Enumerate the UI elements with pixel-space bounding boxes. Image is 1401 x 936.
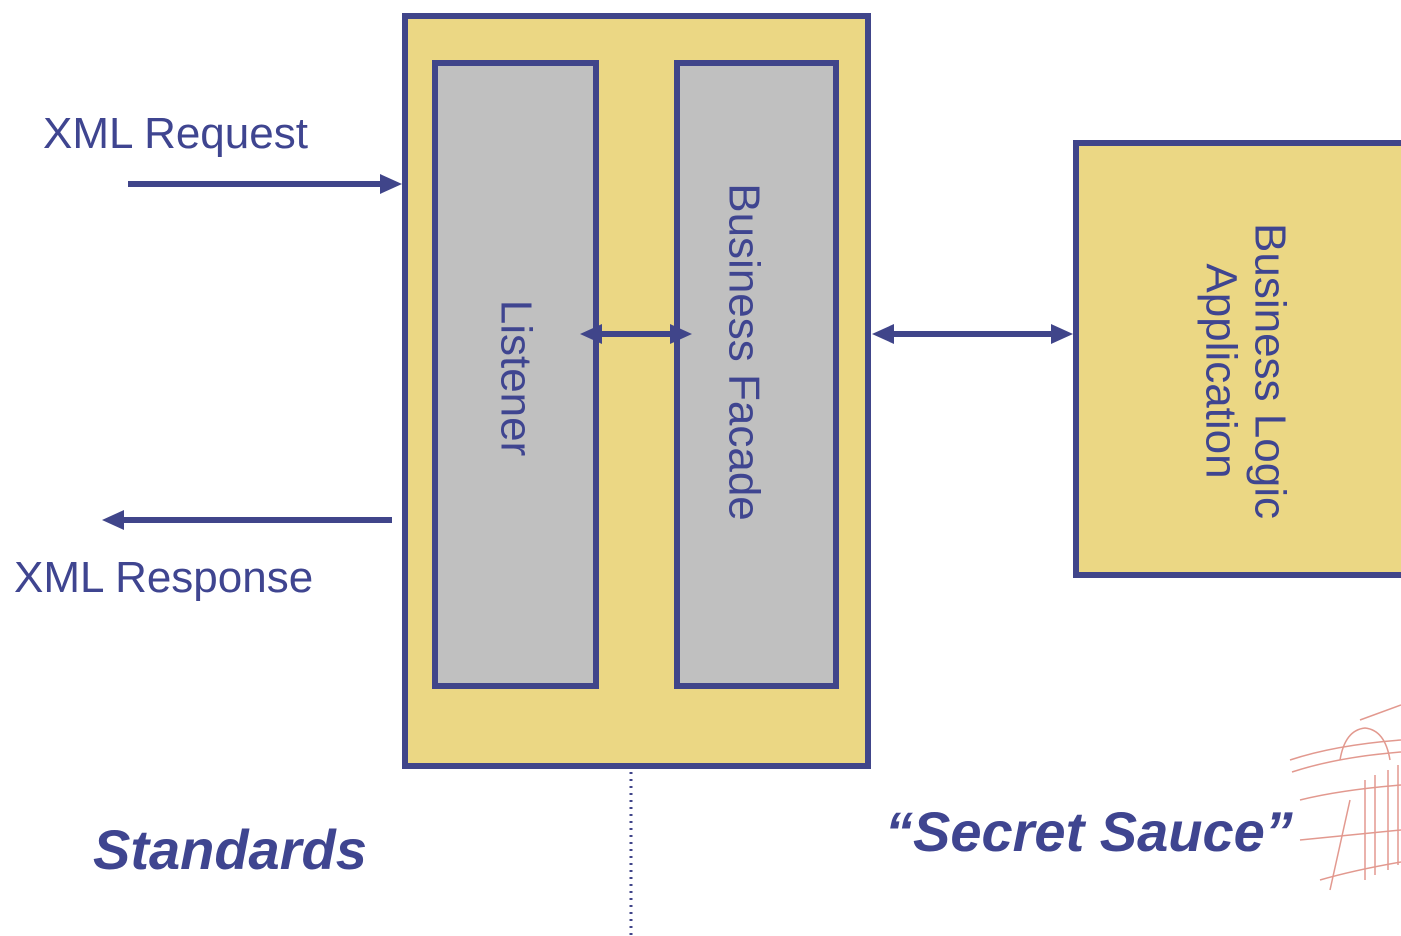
application-label-line2: Business Logic [1245, 223, 1295, 519]
business-facade-label: Business Facade [719, 183, 769, 521]
business-facade-box [674, 60, 839, 689]
xml-response-label: XML Response [14, 553, 314, 602]
secret-sauce-caption: “Secret Sauce” [885, 800, 1293, 863]
application-label-line1: Application [1196, 263, 1245, 479]
xml-request-label: XML Request [43, 109, 308, 158]
response-arrow [102, 510, 392, 530]
application-business-logic-box [1073, 140, 1401, 578]
gateway-application-arrow [872, 324, 1073, 344]
standards-caption: Standards [93, 818, 367, 881]
bridge-watermark-icon [1289, 704, 1401, 891]
listener-box [432, 60, 599, 689]
listener-label: Listener [491, 299, 541, 457]
listener-facade-arrow [580, 324, 692, 344]
request-arrow [128, 174, 402, 194]
application-label: Application Business Logic [1196, 223, 1295, 519]
